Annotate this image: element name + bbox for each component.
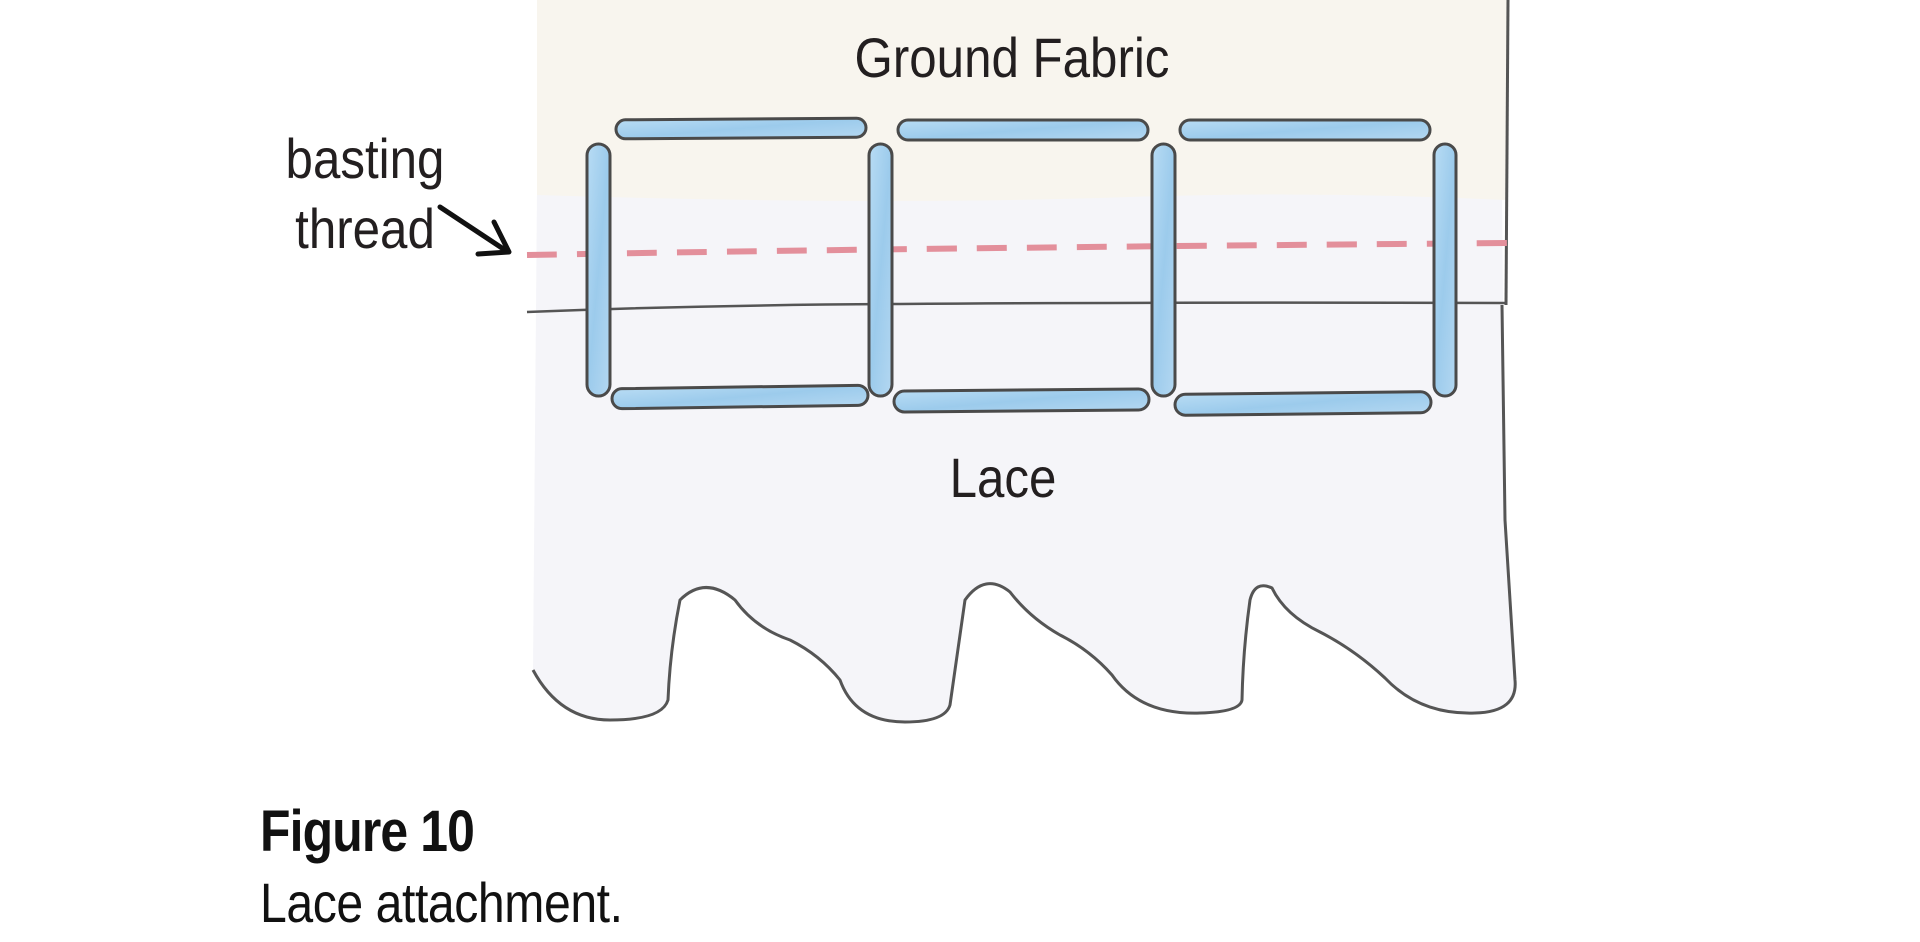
basting-arrow-icon: [437, 204, 512, 257]
ground-fabric-bottom-edge: [526, 301, 1507, 314]
lace-panel: [533, 190, 1516, 722]
basting-label-line2: thread: [295, 198, 435, 261]
stitch-bottom-2: [892, 387, 1151, 414]
basting-thread-line: [526, 240, 1511, 258]
stitches-vertical: [585, 142, 1458, 398]
stitch-bottom-3: [1173, 390, 1433, 417]
basting-label-line1: basting: [286, 128, 445, 191]
ground-fabric-panel: [537, 0, 1508, 201]
stitch-top-3: [1178, 118, 1432, 142]
lace-outline: [531, 304, 1517, 724]
stitch-vertical-3: [1150, 142, 1177, 398]
stitch-vertical-2: [867, 142, 894, 398]
stitch-top-1: [614, 116, 868, 141]
ground-fabric-label: Ground Fabric: [855, 27, 1170, 90]
figure-caption: Lace attachment.: [260, 871, 623, 934]
stitches-bottom-row: [610, 383, 1433, 417]
figure-title: Figure 10: [260, 799, 475, 864]
stitch-bottom-1: [610, 383, 870, 411]
stitch-vertical-4: [1432, 142, 1458, 398]
stitches-top-row: [614, 116, 1432, 142]
ground-fabric-edge: [1504, 0, 1510, 306]
stitch-vertical-1: [585, 142, 612, 398]
stitch-top-2: [896, 118, 1150, 142]
lace-label: Lace: [950, 447, 1057, 510]
